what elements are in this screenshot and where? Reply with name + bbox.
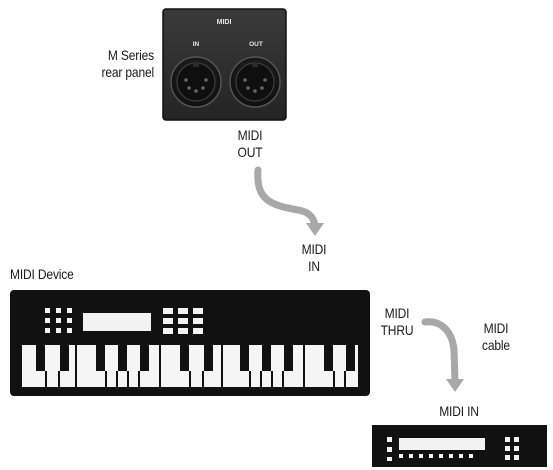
- rear-panel: MIDI IN OUT: [162, 8, 287, 121]
- cable-2-arrowhead: [446, 379, 464, 392]
- label-second-midi-in: MIDI IN: [439, 403, 479, 419]
- label-midi-in-line1: MIDI: [301, 241, 327, 257]
- keyboard-left-buttons: [45, 308, 72, 333]
- keyboard-right-buttons: [163, 308, 203, 334]
- rack-display: [399, 438, 485, 450]
- keyboard-keys: [22, 345, 358, 387]
- rear-panel-caption-line1: M Series: [107, 47, 154, 63]
- rear-panel-caption-line2: rear panel: [101, 64, 154, 80]
- midi-in-port: [170, 56, 222, 108]
- midi-out-port: [229, 56, 281, 108]
- panel-label-out: OUT: [249, 41, 263, 48]
- panel-header-midi: MIDI: [217, 19, 232, 26]
- label-midi-cable-line2: cable: [482, 337, 510, 353]
- midi-cable-2: [421, 318, 464, 392]
- label-midi-thru-line2: THRU: [380, 322, 414, 338]
- cable-1-arrowhead: [306, 223, 324, 236]
- keyboard-display: [83, 313, 151, 331]
- midi-cable-1: [254, 166, 324, 236]
- white-key-dividers: [45, 345, 346, 387]
- panel-label-in: IN: [193, 41, 200, 48]
- rack-midi-device: [372, 425, 547, 467]
- label-midi-thru-line1: MIDI: [384, 305, 410, 321]
- label-midi-out-line1: MIDI: [237, 127, 263, 143]
- midi-device-keyboard: [10, 290, 370, 396]
- label-midi-cable-line1: MIDI: [483, 320, 509, 336]
- label-midi-out-line2: OUT: [237, 144, 263, 160]
- label-midi-device: MIDI Device: [10, 266, 74, 282]
- black-keys: [36, 345, 355, 371]
- label-midi-in-line2: IN: [308, 258, 320, 274]
